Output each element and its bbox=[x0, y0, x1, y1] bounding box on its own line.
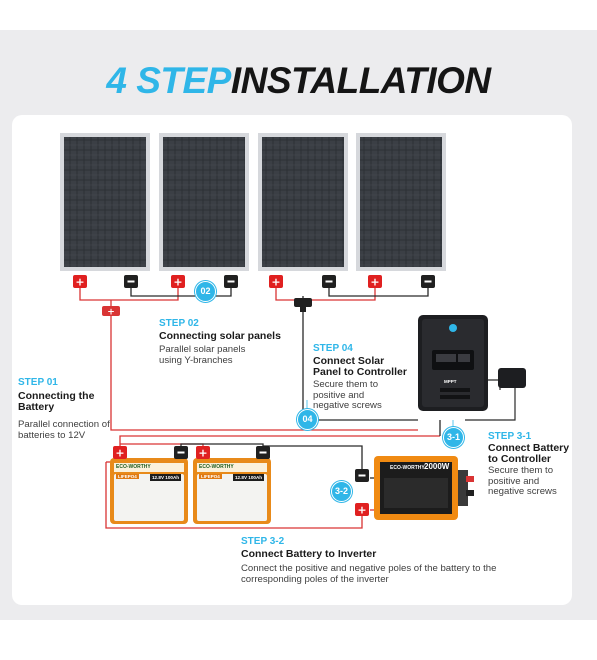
brand-logo-icon bbox=[449, 324, 457, 332]
step-01-label: STEP 01 bbox=[18, 377, 58, 388]
positive-terminal-icon: + bbox=[368, 275, 382, 289]
step-02-label: STEP 02 bbox=[159, 318, 199, 329]
step-04-title: Connect Solar Panel to Controller bbox=[313, 355, 407, 378]
step-04-label: STEP 04 bbox=[313, 343, 353, 354]
title-accent: 4 STEP bbox=[106, 60, 231, 101]
step-01-title: Connecting the Battery bbox=[18, 390, 95, 413]
power-inverter bbox=[374, 456, 474, 520]
inverter-brand: ECO-WORTHY bbox=[390, 465, 425, 471]
temperature-sensor bbox=[465, 368, 526, 421]
step-3-1-description: Secure them to positive and negative scr… bbox=[488, 465, 557, 497]
battery-terminals: + + bbox=[113, 446, 270, 460]
inverter-power: 2000W bbox=[424, 462, 450, 471]
badge-step-3-1: 3-1 bbox=[443, 427, 464, 448]
page-title: 4 STEPINSTALLATION bbox=[0, 60, 597, 102]
battery-1-rating: 12.8V 100Ah bbox=[150, 474, 182, 481]
controller-label: MPPT bbox=[444, 379, 457, 384]
panel-wiring bbox=[79, 282, 429, 431]
negative-terminal-icon bbox=[224, 275, 238, 288]
svg-text:+: + bbox=[173, 276, 182, 289]
y-branch-positive: + bbox=[102, 306, 120, 318]
solar-panel-1 bbox=[60, 133, 150, 271]
svg-text:+: + bbox=[75, 276, 84, 289]
step-3-2-description: Connect the positive and negative poles … bbox=[241, 563, 497, 585]
svg-text:+: + bbox=[107, 308, 115, 318]
inverter-terminals: + bbox=[355, 469, 369, 517]
solar-panel-4 bbox=[356, 133, 446, 271]
positive-terminal-icon: + bbox=[196, 446, 210, 460]
battery-2-rating: 12.8V 100Ah bbox=[233, 474, 265, 481]
battery-2-chemistry: LIFEPO4 bbox=[199, 474, 222, 479]
step-04-description: Secure them to positive and negative scr… bbox=[313, 379, 382, 411]
step-3-1-title: Connect Battery to Controller bbox=[488, 442, 570, 465]
svg-text:+: + bbox=[198, 447, 207, 460]
step-01-description: Parallel connection of batteries to 12V bbox=[18, 419, 110, 441]
positive-terminal-icon: + bbox=[73, 275, 87, 289]
negative-terminal-icon bbox=[355, 469, 369, 482]
y-branch-negative bbox=[294, 298, 312, 312]
battery-1-brand: ECO-WORTHY bbox=[116, 464, 151, 470]
badge-step-02: 02 bbox=[195, 281, 216, 302]
negative-terminal-icon bbox=[322, 275, 336, 288]
badge-step-3-2: 3-2 bbox=[331, 481, 352, 502]
negative-terminal-icon bbox=[421, 275, 435, 288]
svg-text:+: + bbox=[370, 276, 379, 289]
step-3-1-label: STEP 3-1 bbox=[488, 431, 532, 442]
step-3-2-label: STEP 3-2 bbox=[241, 536, 285, 547]
panel-terminals: + + + + bbox=[73, 275, 435, 289]
step-02-title: Connecting solar panels bbox=[159, 330, 281, 342]
badge-step-04: 04 bbox=[297, 409, 318, 430]
svg-text:+: + bbox=[115, 447, 124, 460]
positive-terminal-icon: + bbox=[355, 503, 369, 517]
positive-terminal-icon: + bbox=[269, 275, 283, 289]
negative-terminal-icon bbox=[174, 446, 188, 459]
positive-terminal-icon: + bbox=[113, 446, 127, 460]
negative-terminal-icon bbox=[124, 275, 138, 288]
title-rest: INSTALLATION bbox=[230, 60, 491, 101]
step-02-description: Parallel solar panels using Y-branches bbox=[159, 344, 246, 366]
battery-2-brand: ECO-WORTHY bbox=[199, 464, 234, 470]
svg-text:+: + bbox=[357, 504, 366, 517]
positive-terminal-icon: + bbox=[171, 275, 185, 289]
step-3-2-title: Connect Battery to Inverter bbox=[241, 548, 377, 560]
solar-panel-3 bbox=[258, 133, 348, 271]
charge-controller bbox=[418, 315, 488, 411]
svg-text:+: + bbox=[271, 276, 280, 289]
battery-1-chemistry: LIFEPO4 bbox=[116, 474, 139, 479]
solar-panel-2 bbox=[159, 133, 249, 271]
negative-terminal-icon bbox=[256, 446, 270, 459]
